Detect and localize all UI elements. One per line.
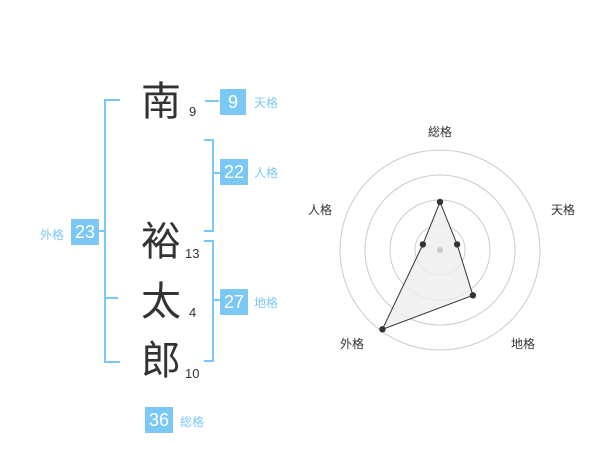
radar-axis-label-gaikaku: 外格: [340, 337, 365, 351]
chikaku-value: 27: [220, 289, 248, 315]
radar-point-2: [469, 292, 477, 299]
jinkaku-connector: [214, 172, 220, 174]
name-char-1: 南: [141, 79, 181, 125]
jinkaku-label: 人格: [254, 166, 279, 180]
gaikaku-connector: [98, 230, 104, 232]
radar-point-3: [379, 326, 386, 333]
jinkaku-bracket: [204, 139, 214, 232]
name-char-3: 太: [141, 279, 181, 325]
soukaku-label: 総格: [180, 415, 205, 429]
jinkaku-value: 22: [220, 159, 248, 185]
chikaku-label: 地格: [254, 296, 279, 310]
stroke-count-4: 10: [185, 366, 200, 381]
tenkaku-connector: [205, 100, 219, 102]
radar-axis-label-tenkaku: 天格: [551, 203, 576, 217]
soukaku-value: 36: [145, 407, 173, 433]
radar-point-0: [436, 198, 444, 206]
stroke-count-1: 9: [189, 104, 197, 119]
chikaku-bracket: [204, 240, 214, 362]
stroke-count-3: 4: [189, 305, 197, 320]
gaikaku-label: 外格: [40, 228, 65, 242]
name-char-2: 裕: [141, 219, 181, 265]
tenkaku-label: 天格: [254, 96, 279, 110]
radar-center: [437, 247, 443, 253]
radar-point-4: [419, 241, 427, 248]
radar-axis-label-jinkaku: 人格: [308, 203, 333, 217]
name-char-4: 郎: [141, 338, 181, 384]
tenkaku-value: 9: [220, 89, 246, 115]
gaikaku-bracket-tick: [104, 297, 118, 299]
radar-point-1: [453, 241, 461, 248]
radar-series-polygon: [381, 200, 474, 331]
stroke-count-2: 13: [185, 246, 200, 261]
radar-ring-3: [364, 174, 516, 326]
chikaku-connector: [214, 299, 220, 301]
radar-axis-label-chikaku: 地格: [511, 337, 536, 351]
radar-axis-label-soukaku: 総格: [428, 125, 453, 139]
gaikaku-bracket: [104, 99, 120, 363]
gaikaku-value: 23: [71, 219, 99, 245]
radar-ring-4: [339, 149, 541, 351]
